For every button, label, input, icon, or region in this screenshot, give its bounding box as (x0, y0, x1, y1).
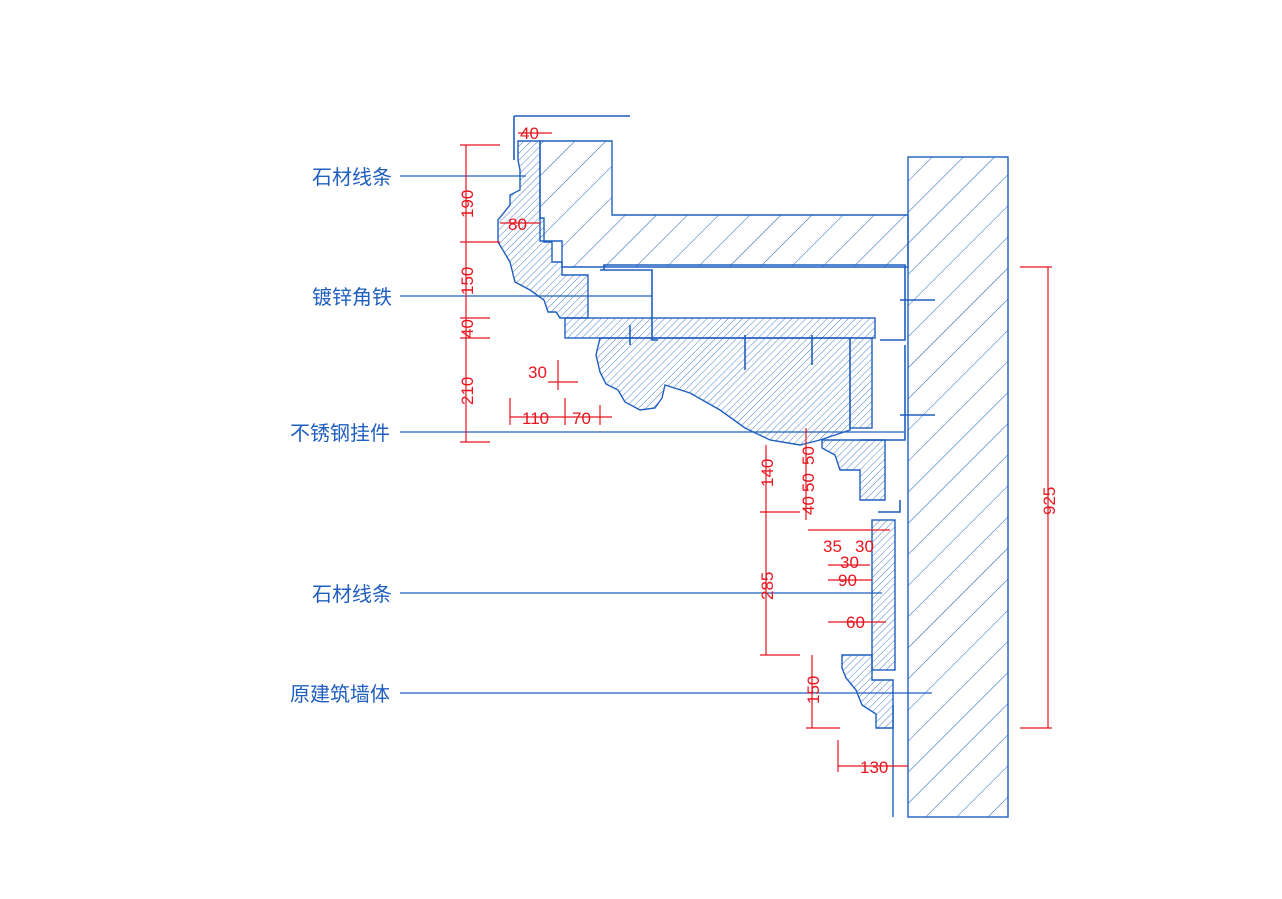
dim-40-top: 40 (520, 124, 539, 143)
dim-925: 925 (1040, 487, 1059, 515)
dim-70: 70 (572, 409, 591, 428)
dim-30-mid-a: 30 (855, 537, 874, 556)
steel-members (513, 115, 935, 513)
dim-210: 210 (458, 377, 477, 405)
leader-lines (400, 175, 932, 694)
dim-30-mid-b: 30 (840, 553, 859, 572)
dim-60: 60 (846, 613, 865, 632)
label-stone-molding-top: 石材线条 (312, 165, 392, 189)
stone-corbel (595, 337, 873, 446)
dim-40-left: 40 (458, 319, 477, 338)
stone-molding-upper (497, 140, 876, 339)
label-stainless-hanger: 不锈钢挂件 (290, 421, 390, 445)
label-stone-molding-bottom: 石材线条 (312, 582, 392, 606)
label-original-wall: 原建筑墙体 (290, 682, 390, 706)
dim-190: 190 (458, 190, 477, 218)
concrete-slab (539, 140, 909, 268)
dim-140: 140 (758, 459, 777, 487)
dim-30-left: 30 (528, 363, 547, 382)
dim-80: 80 (508, 215, 527, 234)
dim-50-mid: 50 (799, 473, 818, 492)
dim-285: 285 (758, 572, 777, 600)
dim-40-mid: 40 (799, 496, 818, 515)
label-galvanized-angle: 镀锌角铁 (312, 285, 392, 309)
original-building-wall (892, 156, 1009, 818)
dim-150-left: 150 (458, 267, 477, 295)
dim-50: 50 (799, 446, 818, 465)
dimension-lines (460, 132, 1052, 772)
dim-130: 130 (860, 758, 888, 777)
dim-150-bottom: 150 (804, 676, 823, 704)
dim-110: 110 (522, 409, 549, 428)
dim-35: 35 (823, 537, 842, 556)
dim-90: 90 (838, 571, 857, 590)
stone-molding-lower (821, 439, 896, 729)
